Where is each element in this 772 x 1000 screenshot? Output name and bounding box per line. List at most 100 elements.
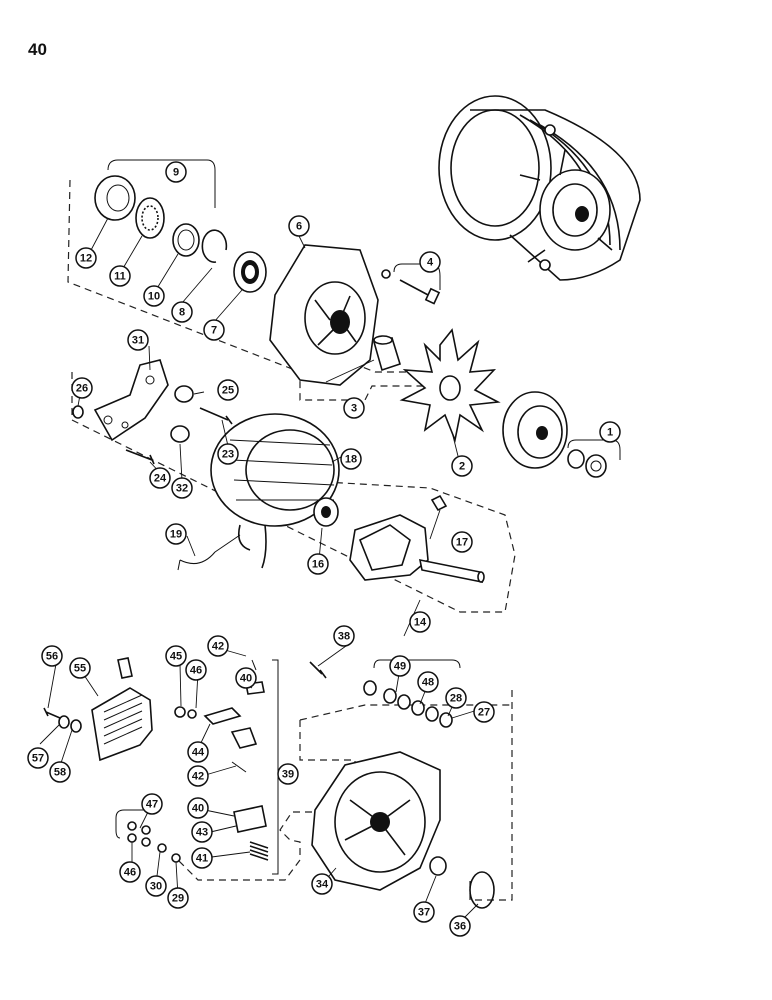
callout-label: 6	[296, 221, 302, 233]
part-6-front-housing	[269, 244, 379, 386]
callout-circle	[207, 635, 229, 657]
callout-circle	[333, 625, 355, 647]
callout-label: 48	[422, 677, 434, 689]
callout-17: 17	[451, 531, 473, 553]
callout-circle	[217, 379, 239, 401]
callout-40b: 40	[187, 797, 209, 819]
callout-circle	[109, 265, 131, 287]
callout-56: 56	[41, 645, 63, 667]
callout-circle	[191, 821, 213, 843]
part-14-rotor	[349, 514, 485, 584]
part-27-49-hardware	[363, 680, 453, 728]
callout-label: 10	[148, 291, 160, 303]
callout-circle	[217, 443, 239, 465]
callout-circle	[143, 285, 165, 307]
regulator-kit-outline	[177, 704, 512, 881]
part-19-leads	[177, 534, 241, 571]
part-38-screw	[309, 661, 327, 679]
callout-28: 28	[445, 687, 467, 709]
callout-circle	[599, 421, 621, 443]
callout-11: 11	[109, 265, 131, 287]
alternator-assembly	[438, 95, 641, 281]
callout-label: 39	[282, 769, 294, 781]
callout-label: 7	[211, 325, 217, 337]
part-16-bearing	[313, 497, 339, 527]
part-2-fan	[399, 328, 501, 443]
callout-19: 19	[165, 523, 187, 545]
callout-circle	[141, 793, 163, 815]
callout-18: 18	[340, 448, 362, 470]
part-57-washer	[58, 715, 70, 729]
callout-label: 40	[240, 673, 252, 685]
callout-label: 17	[456, 537, 468, 549]
callout-circle	[419, 251, 441, 273]
callout-label: 55	[74, 663, 86, 675]
callout-label: 8	[179, 307, 185, 319]
part-24-screw	[125, 449, 155, 465]
callout-48: 48	[417, 671, 439, 693]
callout-58: 58	[49, 761, 71, 783]
callout-circle	[165, 645, 187, 667]
callout-38: 38	[333, 625, 355, 647]
callout-label: 9	[173, 167, 179, 179]
callout-36: 36	[449, 915, 471, 937]
part-11-retainer	[135, 197, 165, 239]
callout-3: 3	[343, 397, 365, 419]
callout-label: 25	[222, 385, 234, 397]
callout-circle	[75, 247, 97, 269]
callout-circle	[235, 667, 257, 689]
callout-label: 40	[192, 803, 204, 815]
callout-circle	[409, 611, 431, 633]
callout-circle	[145, 875, 167, 897]
callouts: 1234678910111214161718192324252627282930…	[27, 161, 621, 937]
callout-circle	[340, 448, 362, 470]
callout-39: 39	[277, 763, 299, 785]
part-23-screw	[199, 407, 233, 425]
callout-circle	[417, 671, 439, 693]
callout-label: 47	[146, 799, 158, 811]
callout-55: 55	[69, 657, 91, 679]
callout-label: 28	[450, 693, 462, 705]
callout-6: 6	[288, 215, 310, 237]
callout-label: 2	[459, 461, 465, 473]
callout-label: 38	[338, 631, 350, 643]
callout-circle	[187, 765, 209, 787]
part-31-plate	[72, 359, 169, 442]
callout-label: 18	[345, 454, 357, 466]
callout-32: 32	[171, 477, 193, 499]
callout-label: 16	[312, 559, 324, 571]
callout-circle	[165, 523, 187, 545]
callout-circle	[71, 377, 93, 399]
callout-circle	[203, 319, 225, 341]
callout-label: 36	[454, 921, 466, 933]
callout-label: 30	[150, 881, 162, 893]
callout-circle	[41, 645, 63, 667]
callout-label: 57	[32, 753, 44, 765]
callout-12: 12	[75, 247, 97, 269]
callout-2: 2	[451, 455, 473, 477]
callout-label: 44	[192, 747, 205, 759]
callout-label: 56	[46, 651, 58, 663]
callout-label: 37	[418, 907, 430, 919]
part-34-rear-housing	[311, 751, 441, 891]
front-housing-outline	[67, 179, 434, 401]
page-number: 40	[28, 40, 47, 59]
part-58-washer	[70, 719, 82, 733]
callout-circle	[27, 747, 49, 769]
callout-9: 9	[165, 161, 187, 183]
callout-7: 7	[203, 319, 225, 341]
callout-circle	[185, 659, 207, 681]
callout-circle	[171, 301, 193, 323]
callout-label: 31	[132, 335, 144, 347]
callout-circle	[49, 761, 71, 783]
callout-label: 12	[80, 253, 92, 265]
callout-27: 27	[473, 701, 495, 723]
part-17-key	[430, 494, 448, 512]
callout-circle	[171, 477, 193, 499]
callout-label: 46	[190, 665, 202, 677]
bracket-49	[373, 659, 461, 669]
callout-24: 24	[149, 467, 171, 489]
part-25-insulator	[174, 385, 194, 403]
callout-circle	[389, 655, 411, 677]
